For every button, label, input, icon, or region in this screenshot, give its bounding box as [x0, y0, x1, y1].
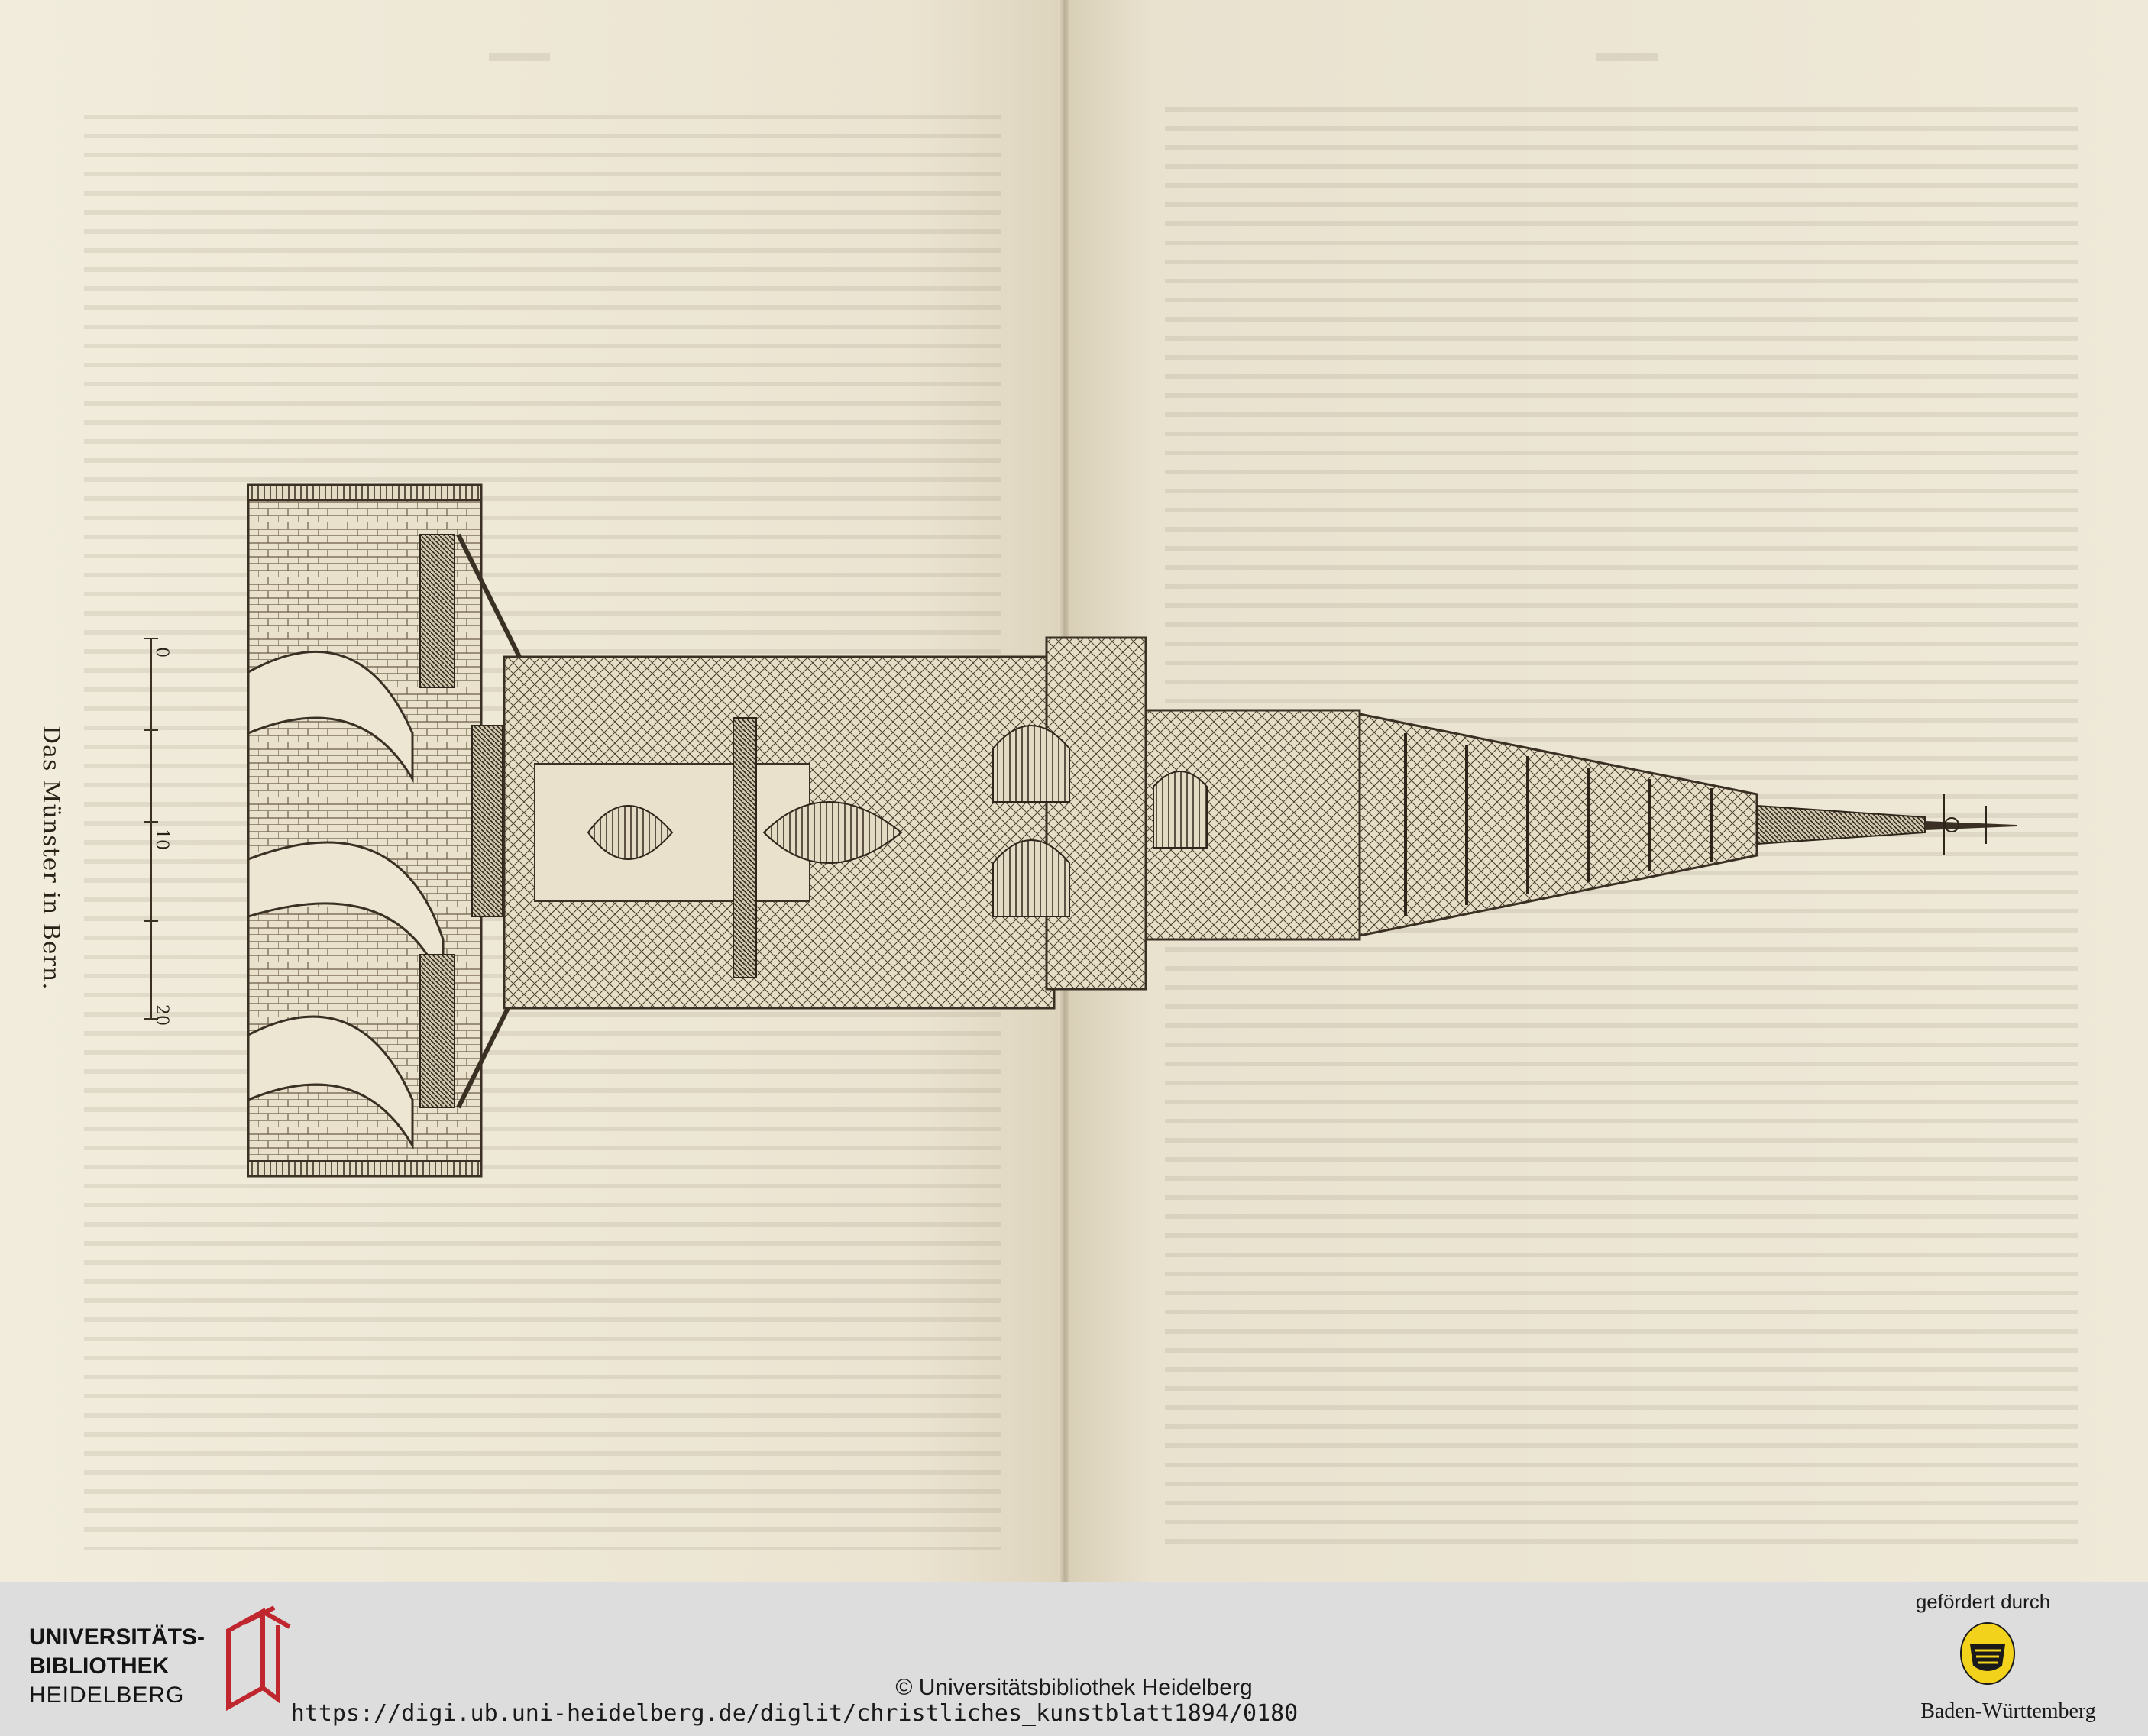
scale-bar: 0 10 20: [144, 638, 189, 1035]
scale-tick: [144, 729, 158, 731]
library-name-line1: UNIVERSITÄTS-: [29, 1624, 205, 1650]
tower-octagon: [992, 636, 1361, 991]
source-url[interactable]: https://digi.ub.uni-heidelberg.de/diglit…: [290, 1700, 1299, 1727]
bleed-through-header-left: [489, 53, 550, 61]
sponsor-label: gefördert durch: [1915, 1590, 2051, 1613]
scale-label: 0: [152, 647, 171, 658]
scale-bar-line: [150, 638, 152, 1020]
scale-tick: [144, 821, 158, 823]
side-pinnacles: [419, 533, 537, 1109]
scale-tick: [144, 638, 158, 639]
library-wordmark: UNIVERSITÄTS- BIBLIOTHEK HEIDELBERG: [29, 1623, 205, 1710]
library-logo-icon: [226, 1605, 291, 1711]
bleed-through-header-right: [1596, 53, 1658, 61]
book-spread: Das Münster in Bern. 0 10 20: [0, 0, 2148, 1582]
minster-elevation-drawing: [247, 483, 2017, 1178]
footer-bar: [0, 1582, 2148, 1736]
library-name-line3: HEIDELBERG: [29, 1683, 185, 1708]
scale-label: 20: [152, 1004, 171, 1026]
tower-body: [503, 655, 1056, 1010]
tower-spire: [1358, 713, 2017, 937]
scale-label: 10: [152, 829, 171, 850]
plate-caption: Das Münster in Bern.: [37, 726, 64, 991]
copyright-notice: © Universitätsbibliothek Heidelberg: [895, 1675, 1253, 1700]
library-name-line2: BIBLIOTHEK: [29, 1654, 170, 1679]
sponsor-name: Baden-Württemberg: [1920, 1699, 2096, 1723]
scale-tick: [144, 920, 158, 922]
scale-tick: [144, 1018, 158, 1020]
baden-wuerttemberg-crest-icon: [1960, 1622, 2015, 1685]
